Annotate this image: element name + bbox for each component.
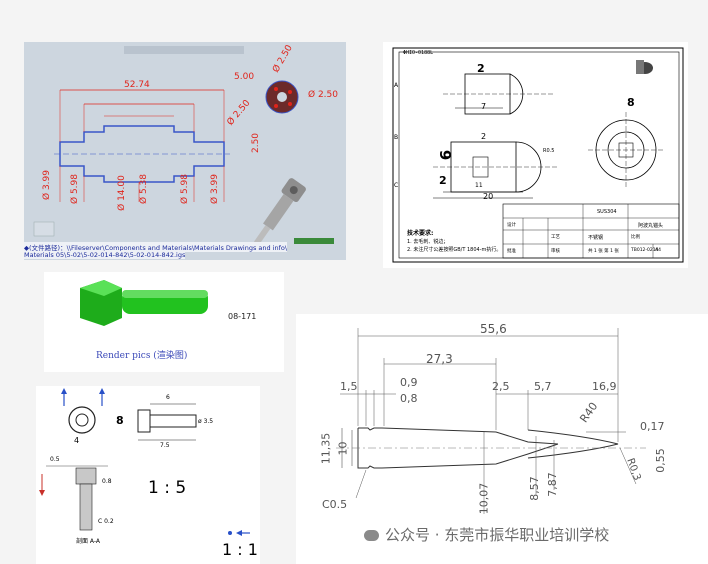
cell-process: 工艺 xyxy=(551,235,560,240)
scale-label-a: 1 : 5 xyxy=(148,478,187,498)
sketch-panel: 8 4 0.5 0.8 C 0.2 6 7.5 ø 3.5 剖面 A-A 1 :… xyxy=(36,386,260,564)
cad-dim-small: 2.50 xyxy=(251,132,262,154)
watermark-text: 公众号 · 东莞市振华职业培训学校 xyxy=(385,526,610,544)
drawing-dim-f: 11 xyxy=(475,182,483,189)
sketch-dim-a: 8 xyxy=(116,414,124,427)
sketch-drawing xyxy=(39,388,250,536)
drawing-panel: ΦHIO-0188L A B C 2 7 2 6 2 11 20 8 R0.5 … xyxy=(383,42,688,268)
cell-sheet-count: 共 1 张 第 1 张 xyxy=(588,249,619,254)
sketch-dim-g: 7.5 xyxy=(160,442,170,449)
cad-dim-diameter-d: Ø 3.99 xyxy=(41,170,52,200)
notes-title: 技术要求: xyxy=(407,230,434,237)
title-material: 不锈钢 xyxy=(588,235,604,241)
cell-check: 审核 xyxy=(551,249,560,254)
sketch-dim-b: 4 xyxy=(74,436,80,445)
title-part-name: 阿波丸锚头 xyxy=(638,223,664,229)
wechat-icon xyxy=(364,530,379,541)
bullet-dim-2-5: 2,5 xyxy=(492,380,510,393)
drawing-dim-g: 20 xyxy=(483,192,494,201)
bullet-dim-5-7: 5,7 xyxy=(534,380,552,393)
bullet-dim-0-9: 0,9 xyxy=(400,376,418,389)
title-material-code: SUS304 xyxy=(597,209,617,215)
drawing-dim-b: 7 xyxy=(481,102,487,111)
drawing-dim-e: 2 xyxy=(439,174,447,187)
bullet-panel: 55,6 27,3 1,5 0,9 0,8 2,5 5,7 16,9 R40 0… xyxy=(296,314,708,564)
sketch-dim-f: 6 xyxy=(166,394,170,401)
cad-dim-diameter-h: Ø 5.98 xyxy=(179,174,190,204)
drawing-dim-c: 2 xyxy=(481,132,487,141)
row-label-c: C xyxy=(394,182,399,189)
render-caption: Render pics (渲染图) xyxy=(96,351,188,361)
sketch-dim-c: 0.5 xyxy=(50,456,60,463)
cad-dim-diameter-e: Ø 5.98 xyxy=(69,174,80,204)
row-label-b: B xyxy=(394,134,399,141)
watermark: 公众号 · 东莞市振华职业培训学校 xyxy=(364,524,609,545)
bullet-dim-1-5: 1,5 xyxy=(340,380,358,393)
bullet-dim-10: 10 xyxy=(336,441,350,456)
bullet-dim-c0-5: C0.5 xyxy=(322,498,348,511)
bullet-dim-0-55: 0,55 xyxy=(653,448,667,473)
cell-scale: 比例 xyxy=(631,235,640,240)
tech-drawing xyxy=(392,47,684,263)
drawing-code: ΦHIO-0188L xyxy=(403,50,434,56)
note-2: 2. 未注尺寸公差按照GB/T 1804-m执行。 xyxy=(407,247,502,253)
sketch-dim-h: ø 3.5 xyxy=(198,418,214,425)
render-image xyxy=(80,280,208,326)
file-path-line2: Materials 05\5-02\5-02-014-842\5-02-014-… xyxy=(24,251,186,259)
title-sheet-size: A4 xyxy=(655,248,661,253)
drawing-dim-i: R0.5 xyxy=(543,148,555,154)
bullet-dim-0-8: 0,8 xyxy=(400,392,418,405)
cad-panel: 52.74 5.00 Ø 2.50 Ø 2.50 Ø 2.50 Ø 3.99 Ø… xyxy=(24,42,346,260)
row-label-a: A xyxy=(394,82,399,89)
cad-dim-overall: 52.74 xyxy=(124,80,150,90)
cad-dim-diameter-g: Ø 5.38 xyxy=(138,174,149,204)
render-panel: 08-171 Render pics (渲染图) xyxy=(44,272,284,372)
title-drawing-number: TB012-0214 xyxy=(631,248,659,253)
bullet-dim-8-57: 8,57 xyxy=(527,476,541,501)
scale-label-b: 1 : 1 xyxy=(222,540,258,559)
cad-dim-offset: 5.00 xyxy=(234,72,255,82)
bullet-dim-7-87: 7,87 xyxy=(545,472,559,497)
sketch-dim-e: C 0.2 xyxy=(98,518,114,525)
bullet-dim-overall: 55,6 xyxy=(480,322,507,336)
cad-dim-diameter-i: Ø 3.99 xyxy=(209,174,220,204)
bullet-dim-11-35: 11,35 xyxy=(319,432,333,465)
section-label: 剖面 A-A xyxy=(76,538,101,545)
bullet-dim-10-07: 10,07 xyxy=(477,482,491,515)
render-part-number: 08-171 xyxy=(228,312,257,321)
bullet-dim-16-9: 16,9 xyxy=(592,380,617,393)
drawing-dim-h: 8 xyxy=(627,96,635,109)
cell-design: 设计 xyxy=(507,223,516,228)
drawing-dim-d: 6 xyxy=(437,149,456,161)
sketch-dim-d: 0.8 xyxy=(102,478,112,485)
drawing-dim-a: 2 xyxy=(477,62,485,75)
note-1: 1. 去毛刺、锐边； xyxy=(407,239,449,245)
cad-drawing xyxy=(24,42,346,260)
cad-dim-diameter-c: Ø 2.50 xyxy=(308,90,338,100)
bullet-dim-27: 27,3 xyxy=(426,352,453,366)
cell-approve: 批准 xyxy=(507,249,516,254)
file-path-line1: ◆(文件路径)：\\Fileserver\Components and Mate… xyxy=(24,242,288,252)
bullet-dim-0-17: 0,17 xyxy=(640,420,665,433)
bullet-drawing xyxy=(336,328,646,514)
cad-dim-diameter-f: Ø 14.00 xyxy=(116,175,127,211)
